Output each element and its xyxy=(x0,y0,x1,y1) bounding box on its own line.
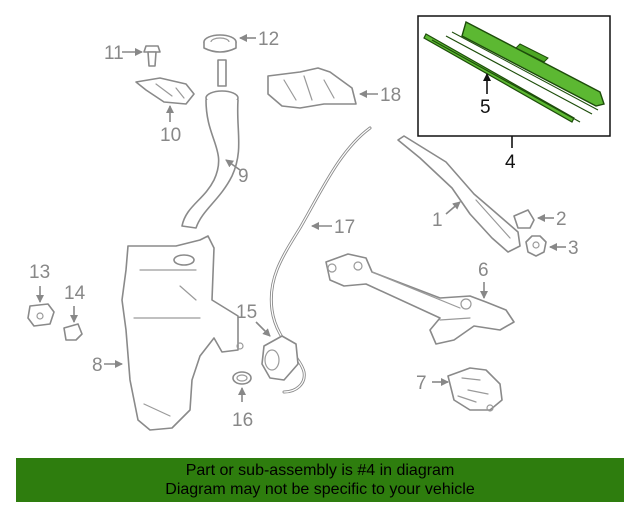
callout-18: 18 xyxy=(380,85,401,106)
callout-5: 5 xyxy=(480,97,491,118)
part-16-seal-ring[interactable]: 16 xyxy=(232,371,253,431)
callout-12: 12 xyxy=(258,29,279,50)
part-3-nut[interactable]: 3 xyxy=(525,235,579,259)
part-14-grommet[interactable]: 14 xyxy=(63,283,86,341)
banner-line-1: Part or sub-assembly is #4 in diagram xyxy=(185,462,455,479)
wiper-blade-highlight[interactable] xyxy=(461,20,605,107)
part-15-level-sensor[interactable]: 15 xyxy=(236,302,299,381)
wiper-refill-strip-1 xyxy=(431,39,581,123)
inset-box xyxy=(417,15,611,137)
wiper-refill-strip-2 xyxy=(445,35,593,115)
part-6-wiper-linkage[interactable]: 6 xyxy=(325,253,515,345)
callout-2: 2 xyxy=(556,209,567,230)
part-10-bracket[interactable]: 10 xyxy=(135,77,195,146)
banner-line-2: Diagram may not be specific to your vehi… xyxy=(165,481,475,498)
part-1-wiper-arm[interactable]: 1 xyxy=(397,135,521,253)
callout-8: 8 xyxy=(92,355,103,376)
callout-16: 16 xyxy=(232,410,253,431)
callout-7: 7 xyxy=(416,373,427,394)
callout-13: 13 xyxy=(29,262,50,283)
wiper-refill-strip-3 xyxy=(451,31,599,111)
callout-11: 11 xyxy=(104,43,124,64)
callout-6: 6 xyxy=(478,260,489,281)
callout-15: 15 xyxy=(236,302,257,323)
callout-14: 14 xyxy=(64,283,86,304)
part-17-hose[interactable]: 17 xyxy=(269,126,372,394)
part-12-cap[interactable]: 12 xyxy=(203,29,279,53)
parts-diagram: 5 4 11 12 10 9 18 xyxy=(27,15,611,431)
callout-10: 10 xyxy=(160,125,181,146)
callout-17: 17 xyxy=(334,217,355,238)
callout-3: 3 xyxy=(568,238,579,259)
info-banner: Part or sub-assembly is #4 in diagram Di… xyxy=(16,458,624,502)
callout-4: 4 xyxy=(505,152,516,173)
callout-9: 9 xyxy=(238,166,249,187)
wiper-blade-spoiler xyxy=(515,43,549,63)
part-13-pump[interactable]: 13 xyxy=(27,262,55,327)
part-9-filler-neck[interactable]: 9 xyxy=(181,59,249,229)
part-11-clip[interactable]: 11 xyxy=(104,43,161,67)
part-18-duct[interactable]: 18 xyxy=(267,67,401,109)
part-8-washer-reservoir[interactable]: 8 xyxy=(92,235,244,431)
part-2-cap[interactable]: 2 xyxy=(513,209,567,230)
part-7-wiper-motor[interactable]: 7 xyxy=(416,367,503,412)
inset-wiper-blade: 5 xyxy=(417,15,611,137)
callout-1: 1 xyxy=(432,210,443,231)
